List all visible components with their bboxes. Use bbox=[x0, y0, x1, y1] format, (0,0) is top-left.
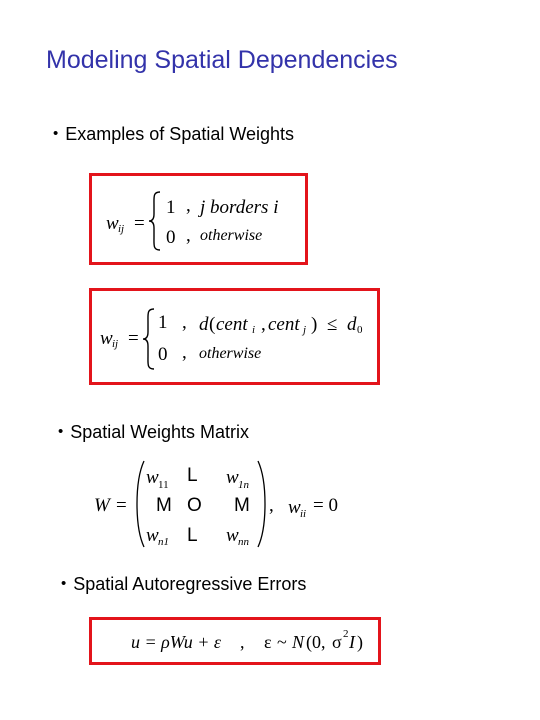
cent-j-sub: j bbox=[303, 324, 307, 336]
matrix-wn1-sub: n1 bbox=[158, 536, 169, 548]
sar-model: u = ρWu + ε bbox=[131, 632, 222, 652]
matrix-lhs-W: W bbox=[94, 495, 110, 516]
formula-box-centroid-distance: w ij = 1 , d ( cent i , cent j ) ≤ d 0 0… bbox=[89, 288, 380, 385]
formula-lhs-sub: ij bbox=[118, 223, 125, 235]
slide-title: Modeling Spatial Dependencies bbox=[46, 46, 398, 74]
separator-comma: , bbox=[261, 314, 266, 335]
case2-condition: otherwise bbox=[199, 345, 262, 362]
threshold-d: d bbox=[347, 314, 357, 335]
sar-identity-I: I bbox=[349, 632, 355, 652]
sar-normal-N: N bbox=[292, 632, 305, 652]
matrix-wn1: w bbox=[146, 525, 159, 546]
matrix-w11-sub: 11 bbox=[158, 479, 169, 491]
case1-comma: , bbox=[182, 312, 187, 333]
formula-weights-matrix: W = w 11 L w 1n M O M w n1 L w nn , w ii… bbox=[94, 456, 354, 552]
sar-sigma-sup: 2 bbox=[343, 628, 349, 640]
close-paren: ) bbox=[311, 314, 318, 335]
sar-args-close: ) bbox=[357, 632, 363, 652]
diag-sub: ii bbox=[300, 508, 307, 520]
sar-epsilon: ε bbox=[264, 632, 272, 652]
sar-tilde: ~ bbox=[277, 632, 287, 652]
matrix-w1n: w bbox=[226, 467, 239, 488]
formula-lhs-sub: ij bbox=[112, 338, 119, 350]
case1-comma: , bbox=[186, 195, 191, 216]
case1-value: 1 bbox=[158, 312, 168, 333]
bullet-text: Spatial Autoregressive Errors bbox=[73, 574, 307, 594]
matrix-r1-ellipsis: L bbox=[187, 465, 198, 486]
case2-condition: otherwise bbox=[200, 227, 263, 244]
matrix-w11: w bbox=[146, 467, 159, 488]
formula-equals: = bbox=[128, 328, 139, 349]
right-bracket-icon bbox=[257, 460, 266, 548]
sar-args-open: (0, bbox=[306, 632, 326, 652]
less-equal: ≤ bbox=[327, 314, 338, 335]
formula-sar-errors: u = ρWu + ε , ε ~ N (0, σ 2 I ) bbox=[92, 620, 378, 662]
cent-i-sub: i bbox=[252, 324, 256, 336]
bullet-icon: • bbox=[61, 575, 67, 592]
case2-value: 0 bbox=[158, 344, 168, 365]
case1-condition: j borders i bbox=[200, 197, 279, 218]
distance-d: d bbox=[199, 314, 209, 335]
open-paren: ( bbox=[209, 314, 216, 335]
matrix-r2-c1: M bbox=[156, 495, 172, 516]
matrix-r2-c2: O bbox=[187, 495, 202, 516]
threshold-sub: 0 bbox=[357, 324, 363, 336]
left-brace-icon bbox=[142, 308, 155, 370]
formula-equals: = bbox=[134, 213, 145, 234]
matrix-r3-ellipsis: L bbox=[187, 525, 198, 546]
formula-borders: w ij = 1 , j borders i 0 , otherwise bbox=[92, 176, 305, 262]
left-bracket-icon bbox=[136, 460, 145, 548]
formula-lhs-w: w bbox=[100, 328, 113, 349]
formula-box-borders: w ij = 1 , j borders i 0 , otherwise bbox=[89, 173, 308, 265]
cent-i: cent bbox=[216, 314, 248, 335]
matrix-w1n-sub: 1n bbox=[238, 479, 249, 491]
case2-comma: , bbox=[186, 225, 191, 246]
cent-j: cent bbox=[268, 314, 300, 335]
bullet-examples-spatial-weights: • Examples of Spatial Weights bbox=[53, 124, 294, 145]
diag-equals-zero: = 0 bbox=[313, 495, 338, 516]
case1-value: 1 bbox=[166, 197, 176, 218]
matrix-comma: , bbox=[269, 495, 274, 516]
left-brace-icon bbox=[148, 191, 161, 251]
bullet-text: Examples of Spatial Weights bbox=[65, 124, 295, 144]
diag-w: w bbox=[288, 497, 301, 518]
matrix-equals: = bbox=[116, 495, 127, 516]
bullet-spatial-autoregressive-errors: • Spatial Autoregressive Errors bbox=[61, 574, 306, 595]
bullet-spatial-weights-matrix: • Spatial Weights Matrix bbox=[58, 422, 249, 443]
bullet-icon: • bbox=[58, 423, 64, 440]
matrix-wnn: w bbox=[226, 525, 239, 546]
bullet-text: Spatial Weights Matrix bbox=[70, 422, 249, 442]
matrix-wnn-sub: nn bbox=[238, 536, 249, 548]
sar-comma: , bbox=[240, 632, 245, 652]
formula-centroid-distance: w ij = 1 , d ( cent i , cent j ) ≤ d 0 0… bbox=[92, 291, 377, 382]
bullet-icon: • bbox=[53, 125, 59, 142]
formula-box-sar-errors: u = ρWu + ε , ε ~ N (0, σ 2 I ) bbox=[89, 617, 381, 665]
sar-sigma: σ bbox=[332, 632, 342, 652]
case2-value: 0 bbox=[166, 227, 176, 248]
formula-lhs-w: w bbox=[106, 213, 119, 234]
matrix-r2-c3: M bbox=[234, 495, 250, 516]
case2-comma: , bbox=[182, 342, 187, 363]
